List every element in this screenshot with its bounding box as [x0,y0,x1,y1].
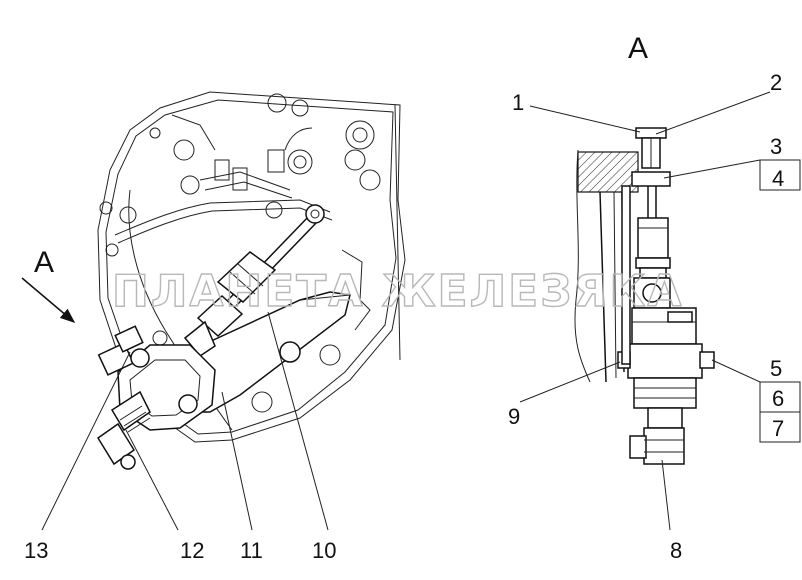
callout-9: 9 [508,404,520,429]
view-label-a: A [628,32,648,65]
callout-3: 3 [770,134,782,159]
view-arrow: A [21,246,76,323]
cylinder-assembly [183,204,325,357]
left-callouts: 13 12 11 10 [24,538,336,563]
callout-11: 11 [240,538,263,563]
valve-assembly-left [96,325,216,470]
callout-12: 12 [180,538,204,563]
callout-1: 1 [512,90,524,115]
callout-13: 13 [24,538,48,563]
callout-7: 7 [772,416,784,441]
left-leaders [41,311,329,531]
watermark-text: ПЛАНЕТА ЖЕЛЕЗЯКА [112,266,683,317]
callout-4: 4 [772,166,784,191]
callout-8: 8 [670,538,682,563]
right-leaders [519,91,801,531]
callout-10: 10 [312,538,336,563]
section-a-mechanism [617,127,715,465]
callout-2: 2 [770,70,782,95]
callout-6: 6 [772,386,784,411]
arrow-label-a: A [34,246,54,279]
callout-5: 5 [770,356,782,381]
right-callouts: 1 2 3 4 5 6 7 8 9 [508,70,784,563]
